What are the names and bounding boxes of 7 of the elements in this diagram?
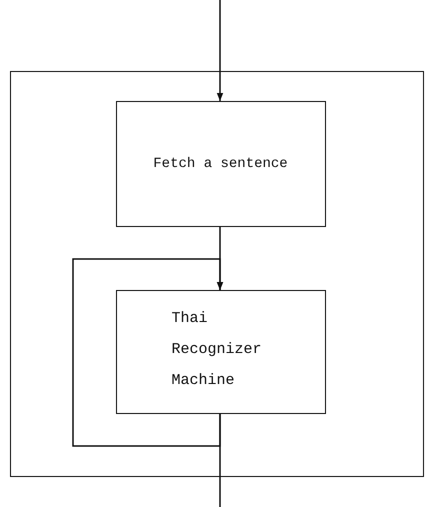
process-box [116, 100, 326, 226]
arrow [216, 0, 224, 101]
arrow [72, 258, 224, 447]
node-label: Fetch a sentence [153, 156, 288, 172]
node-label: Thai Recognizer Machine [172, 308, 262, 390]
process-box [116, 290, 326, 414]
frame-box [10, 71, 424, 477]
